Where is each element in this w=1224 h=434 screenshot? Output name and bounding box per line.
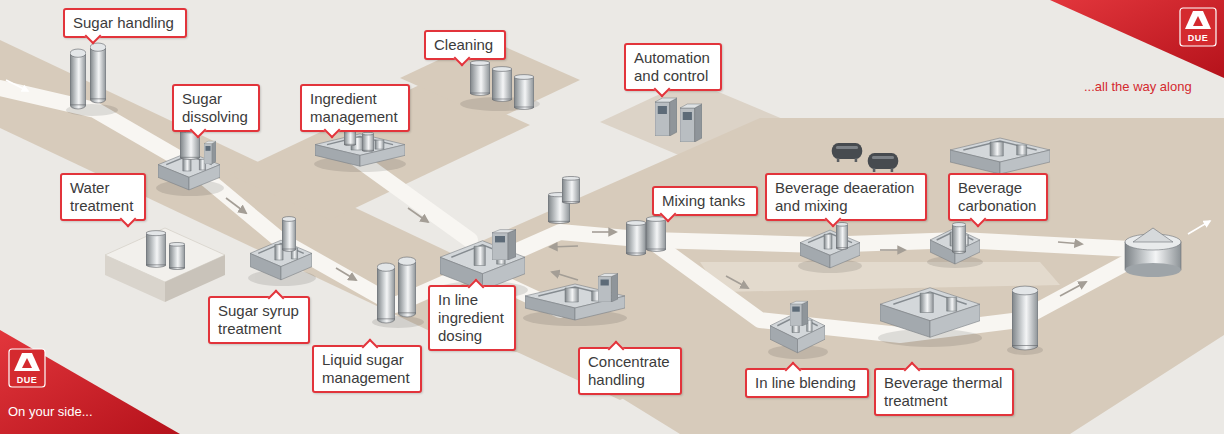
callout-text: Cleaning bbox=[434, 36, 493, 54]
flow-arrow bbox=[880, 249, 905, 251]
flow-arrow bbox=[6, 80, 28, 91]
callout-text: Sugar dissolving bbox=[182, 90, 250, 126]
ingredient-skid bbox=[315, 134, 405, 166]
callout-box: Sugar handling bbox=[63, 8, 187, 38]
logo-mark bbox=[14, 353, 40, 371]
syrup-skid bbox=[250, 240, 312, 280]
cleaning-tank bbox=[492, 67, 512, 102]
callout-text: In line ingredient dosing bbox=[438, 291, 506, 345]
callout-text: Beverage carbonation bbox=[958, 179, 1038, 215]
liquid-sugar-tank bbox=[377, 263, 395, 323]
deaerator-vessel bbox=[832, 143, 863, 162]
callout-text: Beverage deaeration and mixing bbox=[775, 179, 917, 215]
callout-text: Water treatment bbox=[70, 179, 136, 215]
logo-mark bbox=[1193, 16, 1203, 26]
callout-box: Liquid sugar management bbox=[312, 345, 422, 393]
logo-frame bbox=[9, 349, 45, 387]
flow-arrow bbox=[726, 276, 748, 288]
brand-corner bbox=[0, 330, 180, 434]
logo-mark bbox=[22, 358, 32, 368]
buffer-tank bbox=[1012, 286, 1038, 350]
callout-box: Automation and control bbox=[624, 43, 722, 91]
callout-box: In line blending bbox=[745, 368, 869, 398]
ingredient-tank bbox=[362, 132, 374, 151]
process-frame bbox=[950, 138, 1050, 174]
callout-box: Water treatment bbox=[60, 173, 146, 221]
callout-box: Beverage thermal treatment bbox=[874, 368, 1014, 416]
filling-unit-roof bbox=[1133, 228, 1173, 242]
carbonation-tank bbox=[952, 223, 966, 254]
syrup-tank bbox=[282, 217, 296, 252]
flow-arrow bbox=[592, 231, 616, 233]
callout-box: Ingredient management bbox=[300, 84, 410, 132]
callout-text: Beverage thermal treatment bbox=[884, 374, 1004, 410]
flow-arrow bbox=[226, 198, 246, 213]
sugar-silo bbox=[70, 49, 86, 109]
callout-box: Mixing tanks bbox=[652, 186, 758, 216]
logo-text: DUE bbox=[1180, 33, 1216, 44]
tagline: On your side... bbox=[8, 404, 93, 419]
deaeration-tank bbox=[836, 222, 848, 249]
flow-arrows bbox=[6, 80, 1210, 296]
water-tank bbox=[146, 231, 166, 268]
deaerator-vessel bbox=[868, 153, 899, 172]
control-cabinet bbox=[655, 98, 677, 136]
callout-box: In line ingredient dosing bbox=[428, 285, 516, 351]
callout-text: Sugar syrup treatment bbox=[218, 302, 300, 338]
floor-band bbox=[450, 118, 1224, 434]
callout-text: Sugar handling bbox=[73, 14, 174, 32]
mixing-tank bbox=[626, 221, 646, 256]
flow-arrow bbox=[552, 272, 578, 280]
mixing-tank bbox=[646, 217, 666, 252]
premix-tank bbox=[562, 176, 580, 203]
sugar-silo bbox=[90, 43, 106, 103]
liquid-sugar-tank bbox=[398, 257, 416, 317]
thermal-skid bbox=[880, 288, 980, 338]
cleaning-tank bbox=[514, 75, 534, 110]
callout-text: Automation and control bbox=[634, 49, 712, 85]
flow-arrow bbox=[336, 268, 356, 280]
callout-text: Mixing tanks bbox=[662, 192, 745, 210]
floor-pad bbox=[700, 262, 1060, 292]
flow-arrow bbox=[1058, 242, 1082, 244]
brand-corner bbox=[1050, 0, 1224, 78]
callout-text: Concentrate handling bbox=[588, 353, 672, 389]
flow-arrow bbox=[408, 208, 428, 222]
tagline: ...all the way along bbox=[1084, 79, 1192, 94]
deaeration-skid bbox=[800, 230, 860, 268]
filling-unit bbox=[1125, 263, 1181, 277]
control-cabinet bbox=[204, 141, 216, 164]
callout-box: Sugar dissolving bbox=[172, 84, 260, 132]
logo-frame bbox=[1180, 8, 1216, 46]
callout-box: Cleaning bbox=[424, 30, 506, 60]
callout-text: In line blending bbox=[755, 374, 856, 392]
callout-box: Sugar syrup treatment bbox=[208, 296, 310, 344]
callout-box: Concentrate handling bbox=[578, 347, 682, 395]
control-cabinet bbox=[680, 104, 702, 142]
callout-box: Beverage carbonation bbox=[948, 173, 1048, 221]
equipment-shadows bbox=[66, 97, 1043, 359]
concentrate-cabinet bbox=[598, 274, 618, 303]
water-tank bbox=[169, 242, 185, 269]
flow-arrow bbox=[1188, 221, 1210, 234]
flow-arrow bbox=[1060, 282, 1086, 296]
logo-text: DUE bbox=[9, 375, 45, 386]
dosing-cabinet bbox=[492, 230, 516, 260]
logo-mark bbox=[1185, 11, 1211, 29]
blending-cabinet bbox=[790, 301, 808, 326]
flow-arrow bbox=[550, 246, 578, 247]
callout-box: Beverage deaeration and mixing bbox=[765, 173, 927, 221]
callout-text: Ingredient management bbox=[310, 90, 400, 126]
cleaning-tank bbox=[470, 61, 490, 96]
callout-text: Liquid sugar management bbox=[322, 351, 412, 387]
